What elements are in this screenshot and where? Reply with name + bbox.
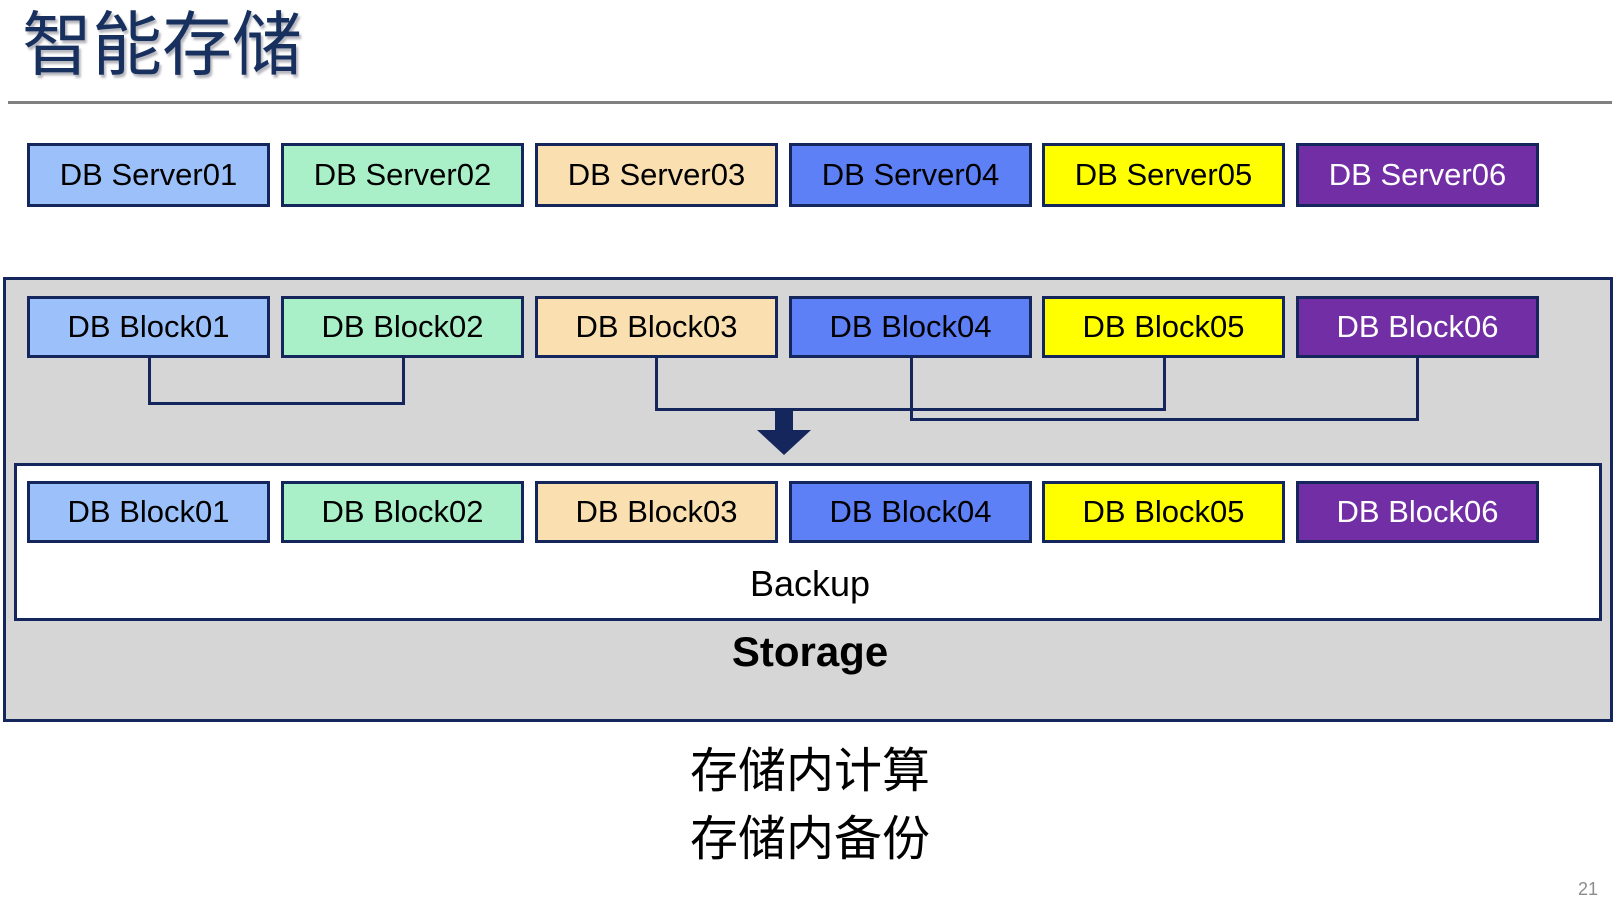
db-block-primary-label: DB Block03 (575, 309, 738, 344)
page-title: 智能存储 (22, 6, 302, 84)
db-server-box-4: DB Server04 (789, 143, 1032, 207)
db-block-backup-label: DB Block04 (829, 494, 992, 529)
db-block-backup-label: DB Block03 (575, 494, 738, 529)
db-server-box-5: DB Server05 (1042, 143, 1285, 207)
db-block-primary-label: DB Block04 (829, 309, 992, 344)
db-server-box-2: DB Server02 (281, 143, 524, 207)
block04-to-block06-crossbar (910, 418, 1419, 421)
caption-line-2: 存储内备份 (689, 813, 930, 866)
db-server-box-label: DB Server01 (59, 157, 238, 192)
db-block-backup-4: DB Block04 (789, 481, 1032, 543)
db-block-primary-label: DB Block05 (1082, 309, 1245, 344)
db-block-backup-3: DB Block03 (535, 481, 778, 543)
backup-label: Backup (749, 563, 871, 604)
block04-to-block06-right-stem (1416, 358, 1419, 421)
db-server-box-1: DB Server01 (27, 143, 270, 207)
db-block-primary-label: DB Block02 (321, 309, 484, 344)
title-divider (8, 101, 1612, 104)
db-block-backup-6: DB Block06 (1296, 481, 1539, 543)
db-block-primary-6: DB Block06 (1296, 296, 1539, 358)
block03-to-block05-left-stem (655, 358, 658, 411)
block01-to-block02-left-stem (148, 358, 151, 405)
db-server-box-label: DB Server03 (567, 157, 746, 192)
db-block-backup-label: DB Block05 (1082, 494, 1245, 529)
db-server-box-label: DB Server04 (821, 157, 1000, 192)
db-block-primary-3: DB Block03 (535, 296, 778, 358)
down-arrow-icon (755, 408, 813, 456)
db-block-primary-label: DB Block06 (1336, 309, 1499, 344)
db-server-box-label: DB Server02 (313, 157, 492, 192)
db-block-primary-label: DB Block01 (67, 309, 230, 344)
db-block-backup-label: DB Block01 (67, 494, 230, 529)
db-block-backup-label: DB Block06 (1336, 494, 1499, 529)
db-block-backup-label: DB Block02 (321, 494, 484, 529)
caption-line-1: 存储内计算 (689, 745, 930, 798)
page-number: 21 (1577, 879, 1598, 899)
block04-to-block06-left-stem (910, 358, 913, 421)
db-server-box-3: DB Server03 (535, 143, 778, 207)
db-block-primary-4: DB Block04 (789, 296, 1032, 358)
db-block-primary-1: DB Block01 (27, 296, 270, 358)
db-block-backup-2: DB Block02 (281, 481, 524, 543)
db-server-box-label: DB Server05 (1074, 157, 1253, 192)
caption-block: 存储内计算 存储内备份 (0, 738, 1620, 874)
block01-to-block02-right-stem (402, 358, 405, 405)
db-block-primary-5: DB Block05 (1042, 296, 1285, 358)
storage-label: Storage (731, 628, 889, 675)
block03-to-block05-right-stem (1163, 358, 1166, 411)
db-block-backup-1: DB Block01 (27, 481, 270, 543)
db-server-box-label: DB Server06 (1328, 157, 1507, 192)
db-block-primary-2: DB Block02 (281, 296, 524, 358)
db-server-box-6: DB Server06 (1296, 143, 1539, 207)
block01-to-block02-crossbar (148, 402, 405, 405)
db-block-backup-5: DB Block05 (1042, 481, 1285, 543)
